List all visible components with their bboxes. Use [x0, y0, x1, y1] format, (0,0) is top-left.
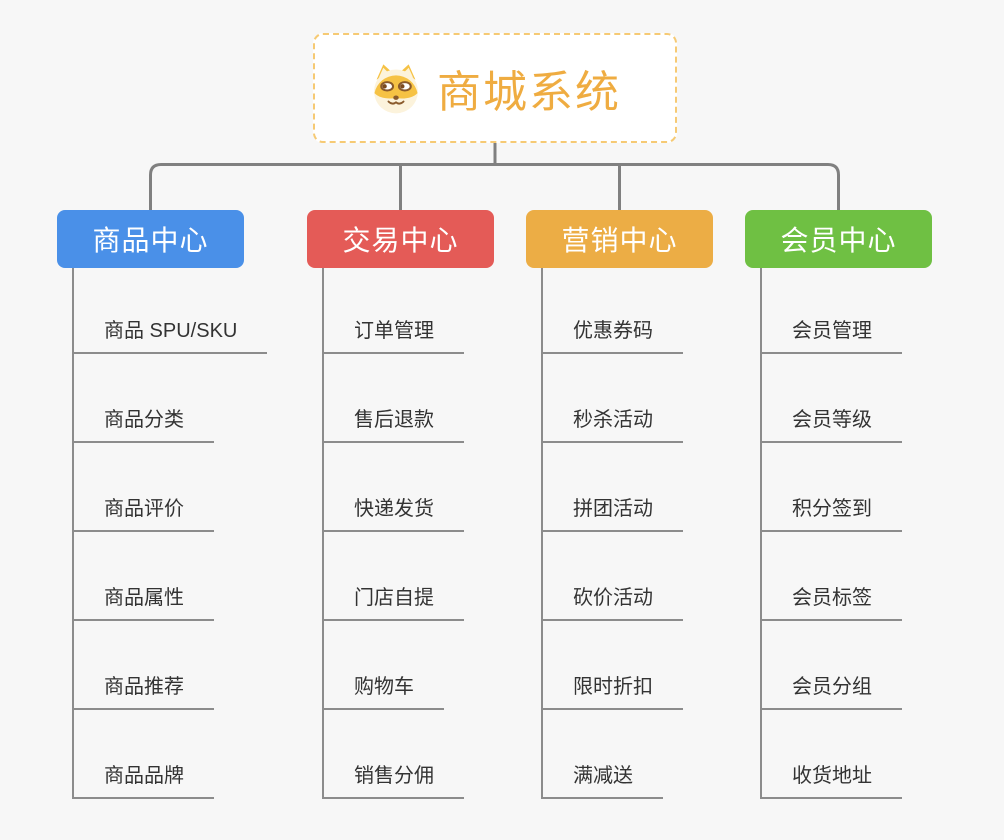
- leaf-row: 购物车: [322, 621, 537, 710]
- leaf-column-product: 商品 SPU/SKU 商品分类 商品评价 商品属性 商品推荐 商品品牌: [72, 268, 287, 799]
- leaf-row: 商品分类: [72, 354, 287, 443]
- tree-node-leaf[interactable]: 商品分类: [72, 403, 214, 443]
- leaf-column-trade: 订单管理 售后退款 快递发货 门店自提 购物车 销售分佣: [322, 268, 537, 799]
- tree-node-leaf[interactable]: 商品属性: [72, 581, 214, 621]
- tree-node-leaf[interactable]: 商品 SPU/SKU: [72, 314, 268, 354]
- leaf-row: 商品 SPU/SKU: [72, 268, 287, 354]
- leaf-row: 会员标签: [760, 532, 975, 621]
- leaf-row: 商品属性: [72, 532, 287, 621]
- leaf-row: 优惠券码: [541, 268, 756, 354]
- tree-node-branch-marketing[interactable]: 营销中心: [526, 210, 713, 268]
- tree-node-leaf[interactable]: 砍价活动: [541, 581, 683, 621]
- tree-node-leaf[interactable]: 会员分组: [760, 670, 902, 710]
- tree-node-leaf[interactable]: 会员等级: [760, 403, 902, 443]
- branch-label: 交易中心: [342, 225, 459, 256]
- tree-node-leaf[interactable]: 订单管理: [322, 314, 464, 354]
- tree-node-leaf[interactable]: 购物车: [322, 670, 444, 710]
- leaf-row: 收货地址: [760, 710, 975, 799]
- leaf-row: 满减送: [541, 710, 756, 799]
- leaf-row: 售后退款: [322, 354, 537, 443]
- tree-node-branch-trade[interactable]: 交易中心: [307, 210, 494, 268]
- tree-node-leaf[interactable]: 会员标签: [760, 581, 902, 621]
- tree-node-leaf[interactable]: 拼团活动: [541, 492, 683, 532]
- tree-node-leaf[interactable]: 限时折扣: [541, 670, 683, 710]
- tree-node-leaf[interactable]: 销售分佣: [322, 759, 464, 799]
- tree-node-leaf[interactable]: 收货地址: [760, 759, 902, 799]
- leaf-row: 商品品牌: [72, 710, 287, 799]
- tree-node-branch-member[interactable]: 会员中心: [745, 210, 932, 268]
- leaf-row: 积分签到: [760, 443, 975, 532]
- leaf-column-marketing: 优惠券码 秒杀活动 拼团活动 砍价活动 限时折扣 满减送: [541, 268, 756, 799]
- leaf-row: 砍价活动: [541, 532, 756, 621]
- leaf-row: 订单管理: [322, 268, 537, 354]
- leaf-row: 快递发货: [322, 443, 537, 532]
- leaf-row: 商品推荐: [72, 621, 287, 710]
- leaf-row: 销售分佣: [322, 710, 537, 799]
- tree-node-leaf[interactable]: 满减送: [541, 759, 663, 799]
- branch-label: 营销中心: [561, 225, 678, 256]
- tree-node-leaf[interactable]: 商品评价: [72, 492, 214, 532]
- tree-node-leaf[interactable]: 秒杀活动: [541, 403, 683, 443]
- tree-node-leaf[interactable]: 售后退款: [322, 403, 464, 443]
- leaf-row: 会员等级: [760, 354, 975, 443]
- leaf-row: 秒杀活动: [541, 354, 756, 443]
- leaf-row: 拼团活动: [541, 443, 756, 532]
- tree-node-leaf[interactable]: 门店自提: [322, 581, 464, 621]
- tree-node-leaf[interactable]: 商品推荐: [72, 670, 214, 710]
- leaf-row: 会员分组: [760, 621, 975, 710]
- leaf-column-member: 会员管理 会员等级 积分签到 会员标签 会员分组 收货地址: [760, 268, 975, 799]
- tree-node-leaf[interactable]: 会员管理: [760, 314, 902, 354]
- tree-node-root[interactable]: 商城系统: [313, 33, 677, 143]
- leaf-row: 限时折扣: [541, 621, 756, 710]
- root-node-label: 商城系统: [437, 68, 621, 117]
- branch-label: 会员中心: [780, 225, 897, 256]
- leaf-row: 商品评价: [72, 443, 287, 532]
- tree-node-leaf[interactable]: 商品品牌: [72, 759, 214, 799]
- tree-node-leaf[interactable]: 优惠券码: [541, 314, 683, 354]
- branch-label: 商品中心: [92, 225, 209, 256]
- leaf-row: 会员管理: [760, 268, 975, 354]
- tree-node-branch-product[interactable]: 商品中心: [57, 210, 244, 268]
- tree-node-leaf[interactable]: 快递发货: [322, 492, 464, 532]
- dog-face-icon: [374, 64, 418, 114]
- tree-node-leaf[interactable]: 积分签到: [760, 492, 902, 532]
- leaf-row: 门店自提: [322, 532, 537, 621]
